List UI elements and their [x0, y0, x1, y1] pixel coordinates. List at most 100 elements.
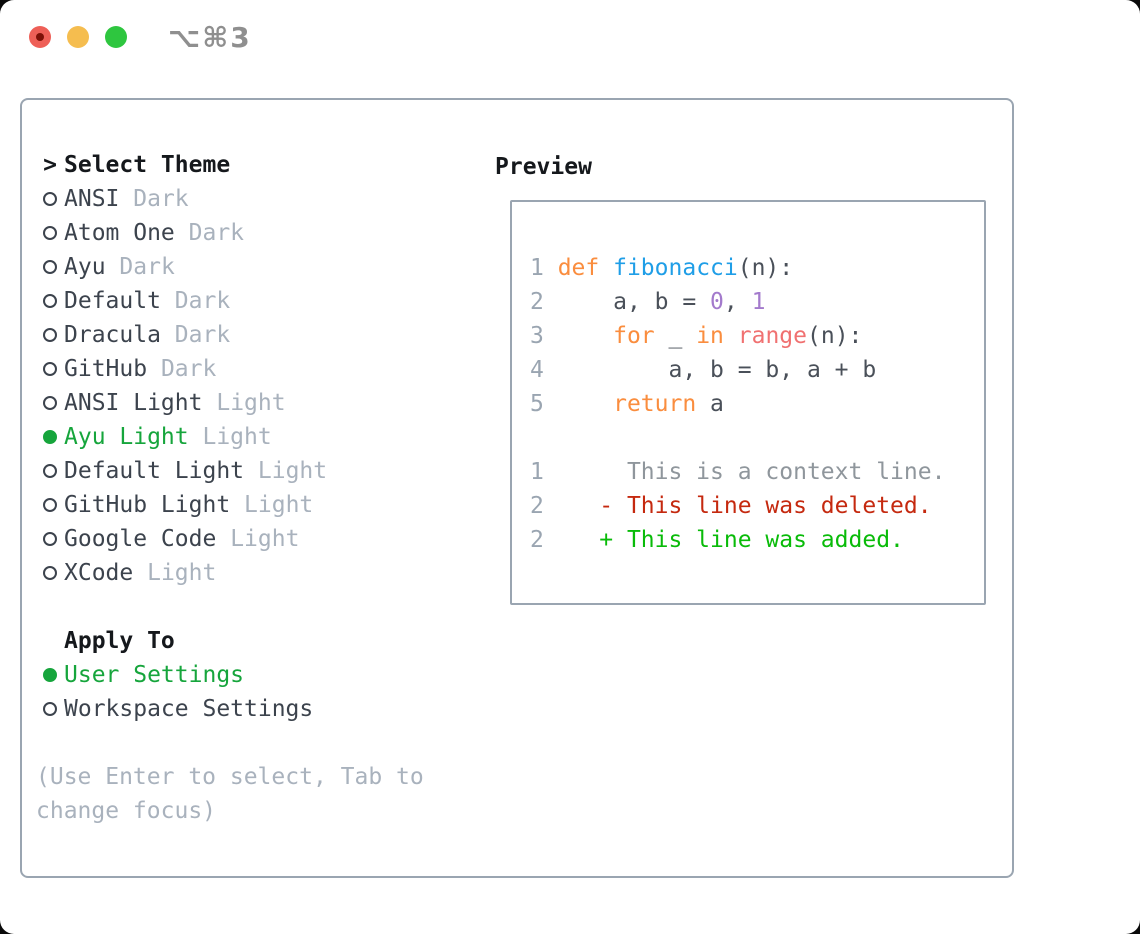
window-title: ⌥⌘3	[168, 21, 252, 54]
apply-to-title: Apply To	[64, 628, 175, 654]
line-number	[530, 425, 558, 451]
theme-name: Google Code	[64, 526, 217, 552]
radio-icon	[43, 192, 57, 206]
radio-icon	[43, 294, 57, 308]
code-token: a, b = b, a + b	[557, 357, 877, 383]
radio-icon	[43, 532, 57, 546]
record-dot-icon	[36, 33, 44, 41]
radio-icon	[43, 566, 57, 580]
apply-option-workspace-settings[interactable]: Workspace Settings	[36, 692, 424, 726]
radio-icon	[43, 464, 57, 478]
cursor-marker-icon: >	[43, 152, 57, 178]
maximize-button[interactable]	[105, 26, 127, 48]
code-token: fibonacci	[613, 255, 738, 281]
line-number: 2	[530, 493, 558, 519]
code-line: 1 This is a context line.	[530, 455, 945, 489]
code-token: for	[613, 323, 655, 349]
theme-option-xcode[interactable]: XCode Light	[36, 556, 424, 590]
theme-option-ayu[interactable]: Ayu Dark	[36, 250, 424, 284]
theme-name: GitHub	[64, 356, 148, 382]
theme-option-ansi[interactable]: ANSI Dark	[36, 182, 424, 216]
theme-name: ANSI Light	[64, 390, 203, 416]
spacer	[36, 726, 424, 760]
help-text-line-1: (Use Enter to select, Tab to	[36, 764, 424, 790]
apply-option-user-settings[interactable]: User Settings	[36, 658, 424, 692]
theme-selector-panel: > Select Theme ANSI Dark Atom One Dark A…	[20, 98, 1014, 878]
code-line: 4 a, b = b, a + b	[530, 353, 945, 387]
code-token: (n):	[737, 255, 794, 281]
theme-variant: Light	[202, 424, 272, 450]
theme-name: Atom One	[64, 220, 175, 246]
code-token: in	[696, 323, 724, 349]
code-line: 2 - This line was deleted.	[530, 489, 945, 523]
theme-option-google-code[interactable]: Google Code Light	[36, 522, 424, 556]
theme-variant: Dark	[133, 186, 189, 212]
line-number: 4	[530, 357, 558, 383]
radio-icon	[43, 702, 57, 716]
code-token: 1	[751, 289, 766, 315]
code-token: return	[613, 391, 697, 417]
theme-option-ayu-light[interactable]: Ayu Light Light	[36, 420, 424, 454]
theme-name: ANSI	[64, 186, 120, 212]
code-token: (n):	[807, 323, 863, 349]
line-number: 5	[530, 391, 558, 417]
code-token: ,	[723, 289, 752, 315]
radio-icon	[43, 498, 57, 512]
spacer	[36, 590, 424, 624]
code-token: def	[557, 255, 600, 281]
apply-to-options-list: User Settings Workspace Settings	[36, 658, 424, 726]
code-token	[558, 323, 613, 349]
radio-icon	[43, 328, 57, 342]
preview-title: Preview	[495, 154, 592, 180]
code-token: - This line was deleted.	[557, 493, 932, 519]
radio-icon	[43, 668, 57, 682]
code-token: This is a context line.	[557, 459, 946, 485]
code-line: 2 + This line was added.	[530, 523, 945, 557]
theme-name: Default	[64, 288, 161, 314]
theme-options-list: ANSI Dark Atom One Dark Ayu Dark Default…	[36, 182, 424, 590]
theme-option-default-light[interactable]: Default Light Light	[36, 454, 424, 488]
theme-variant: Dark	[160, 356, 217, 382]
line-number: 3	[530, 323, 558, 349]
theme-variant: Light	[147, 560, 217, 586]
apply-to-header: Apply To	[36, 624, 424, 658]
theme-option-atom-one[interactable]: Atom One Dark	[36, 216, 424, 250]
radio-icon	[43, 226, 57, 240]
theme-list-column: > Select Theme ANSI Dark Atom One Dark A…	[36, 148, 424, 828]
radio-icon	[43, 396, 57, 410]
theme-variant: Light	[257, 458, 328, 484]
code-token: _	[654, 323, 697, 349]
radio-icon	[43, 430, 57, 444]
theme-variant: Light	[244, 492, 314, 518]
radio-icon	[43, 362, 57, 376]
code-token	[724, 323, 738, 349]
theme-option-ansi-light[interactable]: ANSI Light Light	[36, 386, 424, 420]
help-text-line-2: change focus)	[36, 798, 217, 824]
theme-name: GitHub Light	[64, 492, 231, 518]
theme-option-github[interactable]: GitHub Dark	[36, 352, 424, 386]
theme-variant: Light	[230, 526, 300, 552]
code-token	[558, 391, 613, 417]
minimize-button[interactable]	[67, 26, 89, 48]
line-number: 2	[530, 527, 558, 553]
theme-name: XCode	[64, 560, 134, 586]
theme-variant: Dark	[174, 288, 231, 314]
theme-option-github-light[interactable]: GitHub Light Light	[36, 488, 424, 522]
line-number: 1	[530, 459, 558, 485]
code-token: + This line was added.	[557, 527, 904, 553]
code-line: 2 a, b = 0, 1	[530, 285, 945, 319]
line-number: 1	[530, 255, 558, 281]
code-line: 5 return a	[530, 387, 945, 421]
code-token	[599, 255, 613, 281]
close-button[interactable]	[29, 26, 51, 48]
line-number: 2	[530, 289, 558, 315]
theme-name: User Settings	[64, 662, 245, 688]
theme-option-dracula[interactable]: Dracula Dark	[36, 318, 424, 352]
code-token: 0	[710, 289, 724, 315]
theme-variant: Dark	[174, 322, 231, 348]
select-theme-title: Select Theme	[64, 152, 231, 178]
theme-option-default[interactable]: Default Dark	[36, 284, 424, 318]
